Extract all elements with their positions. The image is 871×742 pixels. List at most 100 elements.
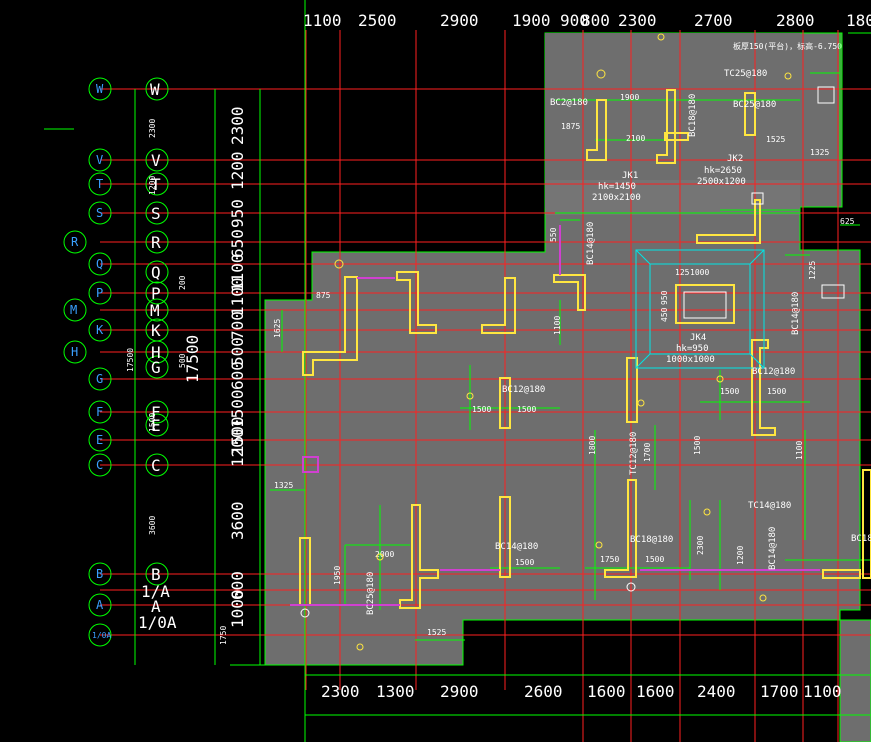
axis-label-blue: F	[96, 405, 103, 419]
bottom-dim: 2300	[321, 682, 360, 701]
axis-label: F	[151, 403, 161, 422]
left-small-dim: 17500	[126, 348, 135, 372]
small-dim: 1800	[588, 436, 597, 455]
small-dim: 1500	[517, 405, 536, 414]
small-dim: 1900	[620, 93, 639, 102]
label-jk2-size: 2500x1200	[697, 177, 746, 187]
pits	[635, 249, 765, 369]
small-dim: 1225	[808, 261, 817, 280]
top-dim: 2900	[440, 11, 479, 30]
label-jk4: JK4	[690, 333, 706, 343]
left-dimensions: 2300 1200 950 650 1100 1100 700 500 600 …	[126, 106, 247, 645]
bottom-dim: 1700	[760, 682, 799, 701]
label-bc14a: BC14@180	[586, 222, 596, 265]
axis-label: T	[151, 175, 161, 194]
left-small-dim: 1750	[219, 626, 228, 645]
left-dim: 1000	[228, 589, 247, 628]
left-dim: 1100	[228, 253, 247, 292]
label-bc18c: BC18	[851, 534, 871, 544]
grid-lines-horizontal	[100, 88, 871, 636]
bottom-dimensions: 2300 1300 2900 2600 1600 1600 2400 1700 …	[321, 682, 842, 701]
small-dim: 2300	[696, 536, 705, 555]
small-dim: 1950	[333, 566, 342, 585]
small-dim: 1325	[810, 148, 829, 157]
axis-label: B	[151, 565, 161, 584]
axis-label: C	[151, 456, 161, 475]
axis-label: 1/A	[141, 582, 170, 601]
left-dim: 1100	[228, 277, 247, 316]
top-dim: 2800	[776, 11, 815, 30]
top-dim: 2300	[618, 11, 657, 30]
small-dim: 1325	[274, 481, 293, 490]
axis-label-blue: Q	[96, 257, 103, 271]
axis-label-blue: R	[71, 235, 79, 249]
note-text: 板厚150(平台)，标高-6.750	[733, 41, 842, 51]
axis-label-blue: V	[96, 153, 103, 167]
bottom-dim: 1300	[376, 682, 415, 701]
top-dim: 2500	[358, 11, 397, 30]
small-dim: 1500	[693, 436, 702, 455]
left-small-dim: 1200	[148, 176, 157, 195]
left-small-dim: 2300	[148, 119, 157, 138]
grid-lines-vertical	[305, 30, 839, 742]
label-jk1-hk: hk=1450	[598, 182, 636, 192]
axis-label-blue: T	[96, 177, 103, 191]
small-dimensions: 1900 1875 2100 1525 1325 1000 125 450 95…	[273, 93, 855, 637]
bottom-dim: 1600	[587, 682, 626, 701]
axis-label: P	[151, 284, 161, 303]
top-dim: 1900	[512, 11, 551, 30]
axis-label-blue: 1/0A	[92, 631, 111, 640]
left-small-dim: 3600	[148, 516, 157, 535]
axis-bubbles	[63, 77, 169, 647]
top-dim: 1100	[303, 11, 342, 30]
bottom-dim: 2900	[440, 682, 479, 701]
axis-label: V	[151, 151, 161, 170]
top-dim: 180	[846, 11, 871, 30]
axis-labels-blue: W V T S R Q P M K H G F E C B A 1/0A	[70, 82, 111, 640]
label-bc2: BC2@180	[550, 98, 588, 108]
left-dim: 2300	[228, 106, 247, 145]
left-dim: 700	[228, 311, 247, 340]
small-dim: 450	[660, 307, 669, 322]
small-dim: 1100	[795, 441, 804, 460]
axis-label-blue: H	[71, 345, 78, 359]
axis-label-blue: A	[96, 598, 104, 612]
label-bc14b: BC14@180	[791, 292, 801, 335]
axis-label-blue: C	[96, 458, 103, 472]
label-bc14d: BC14@180	[768, 527, 778, 570]
bottom-dim: 1100	[803, 682, 842, 701]
small-dim: 1500	[767, 387, 786, 396]
axis-labels: W V T S R Q P M K H G F E C B 1/A A 1/0A	[138, 80, 177, 632]
left-total-dim: 17500	[183, 335, 202, 383]
small-dim: 1525	[427, 628, 446, 637]
axis-label: S	[151, 204, 161, 223]
label-bc25b: BC25@180	[366, 572, 376, 615]
label-bc18a: BC18@180	[688, 94, 698, 137]
axis-label: G	[151, 358, 161, 377]
annotations: 板厚150(平台)，标高-6.750 BC2@180 TC25@180 BC25…	[366, 41, 871, 615]
label-jk2-hk: hk=2650	[704, 166, 742, 176]
axis-label: W	[150, 80, 160, 99]
small-dim: 1500	[720, 387, 739, 396]
label-bc25: BC25@180	[733, 100, 776, 110]
bottom-dim: 1600	[636, 682, 675, 701]
markers	[300, 33, 845, 651]
axis-label: R	[151, 233, 161, 252]
label-jk1: JK1	[622, 171, 638, 181]
left-dim: 1200	[228, 151, 247, 190]
axis-label: K	[151, 321, 161, 340]
left-dim: 1500	[228, 416, 247, 455]
small-dim: 2100	[626, 134, 645, 143]
left-dim: 1500	[228, 389, 247, 428]
small-dim: 1100	[553, 316, 562, 335]
label-jk4-hk: hk=950	[676, 344, 709, 354]
axis-label-blue: W	[96, 82, 104, 96]
label-jk4-size: 1000x1000	[666, 355, 715, 365]
rebar-lines	[290, 225, 820, 606]
label-tc14: TC14@180	[748, 501, 791, 511]
label-bc12a: BC12@180	[502, 385, 545, 395]
label-bc12b: BC12@180	[752, 367, 795, 377]
axis-label: M	[150, 301, 160, 320]
small-dim: 625	[840, 217, 855, 226]
